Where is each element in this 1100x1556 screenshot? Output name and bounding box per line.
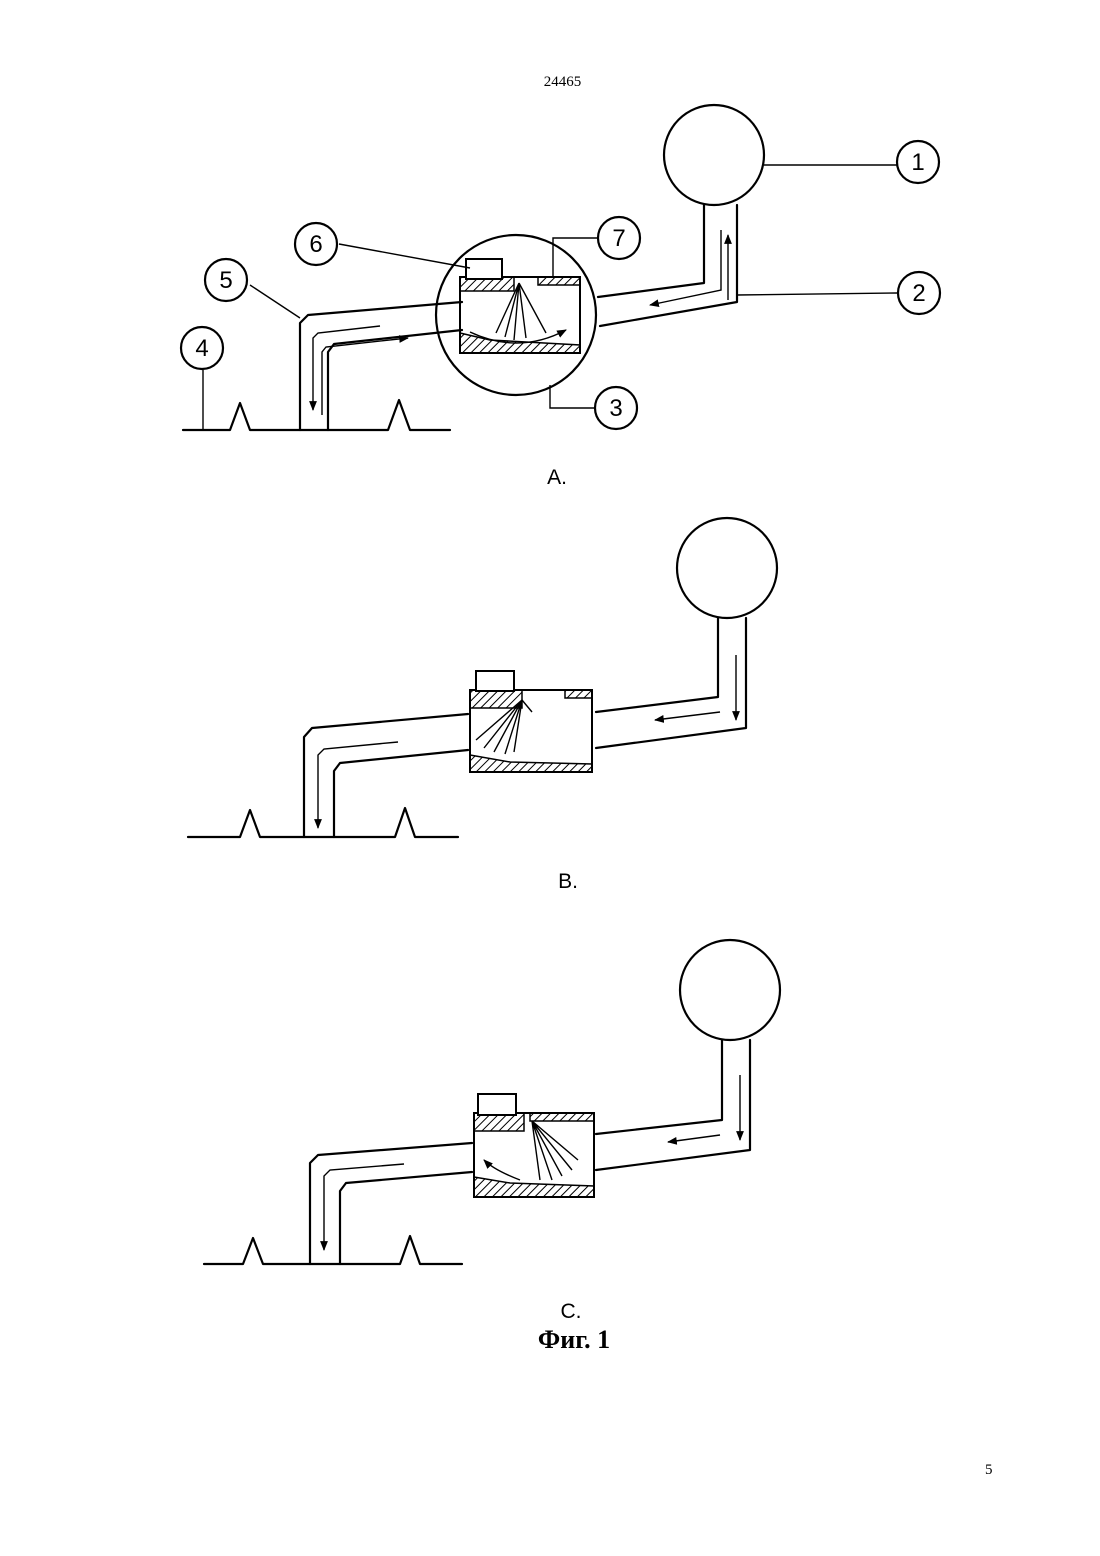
flow-arrow-left-top — [313, 326, 380, 410]
leader-7 — [553, 238, 597, 278]
svg-text:6: 6 — [309, 231, 322, 258]
flow-arrow-left-top — [324, 1164, 404, 1250]
outlet-pipe — [304, 714, 468, 837]
ground-line — [204, 1236, 462, 1264]
callout-7: 7 — [598, 217, 640, 259]
callout-1: 1 — [897, 141, 939, 183]
tank — [677, 518, 777, 618]
callout-4: 4 — [181, 327, 223, 369]
panel-a-label: A. — [547, 466, 567, 489]
svg-text:5: 5 — [219, 267, 232, 294]
callout-2: 2 — [898, 272, 940, 314]
callout-5: 5 — [205, 259, 247, 301]
flow-arrow-right-bottom — [322, 338, 408, 415]
svg-text:4: 4 — [195, 335, 208, 362]
inlet-pipe — [598, 205, 737, 326]
ground-line — [188, 808, 458, 837]
outlet-pipe — [310, 1143, 472, 1264]
panel-a: 1 2 3 4 5 6 7 A. — [181, 105, 940, 489]
tank — [664, 105, 764, 205]
flow-arrow-left — [668, 1135, 720, 1142]
leader-2 — [737, 293, 897, 295]
inlet-pipe — [596, 618, 746, 748]
tank — [680, 940, 780, 1040]
leader-3 — [550, 385, 595, 408]
panel-b: B. — [188, 518, 777, 893]
flow-arrow-down-right — [650, 230, 721, 305]
flow-arrow-left-top — [318, 742, 398, 828]
rotary-device — [460, 259, 580, 353]
panel-c-label: C. — [561, 1300, 582, 1323]
panel-c: C. — [204, 940, 780, 1323]
leader-6 — [339, 244, 470, 268]
rotary-device — [470, 671, 592, 772]
figure-caption: Фиг. 1 — [538, 1325, 610, 1354]
rotary-device — [474, 1094, 594, 1197]
outlet-pipe — [300, 302, 462, 430]
svg-text:2: 2 — [912, 280, 925, 307]
callout-3: 3 — [595, 387, 637, 429]
svg-text:1: 1 — [911, 149, 924, 176]
svg-text:7: 7 — [612, 225, 625, 252]
inlet-pipe — [596, 1040, 750, 1170]
panel-b-label: B. — [558, 870, 578, 893]
flow-arrow-left — [655, 712, 720, 720]
ground-line — [183, 400, 450, 430]
callout-6: 6 — [295, 223, 337, 265]
leader-5 — [250, 285, 300, 318]
svg-text:3: 3 — [609, 395, 622, 422]
